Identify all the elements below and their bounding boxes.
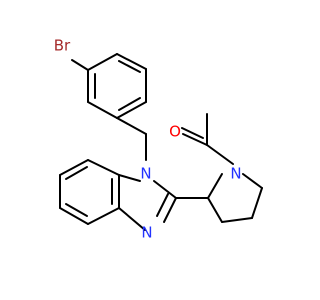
bromine-atom-label: Br bbox=[54, 37, 71, 55]
molecule-structure: Br N N N O bbox=[54, 37, 263, 242]
acetyl-group bbox=[181, 113, 234, 165]
benzo-ring bbox=[59, 159, 120, 225]
imidazole-ring bbox=[118, 174, 177, 231]
ring-ch2-bond bbox=[116, 117, 147, 135]
bromophenyl-ring bbox=[87, 53, 147, 119]
oxygen-carbonyl-label: O bbox=[169, 123, 181, 141]
nitrogen-pyrrolidine-label: N bbox=[230, 165, 241, 183]
nitrogen-benzyl-label: N bbox=[140, 165, 151, 183]
c-br-bond bbox=[71, 59, 89, 71]
pyrrolidine-ring bbox=[207, 173, 263, 223]
nitrogen-imine-label: N bbox=[141, 224, 152, 242]
